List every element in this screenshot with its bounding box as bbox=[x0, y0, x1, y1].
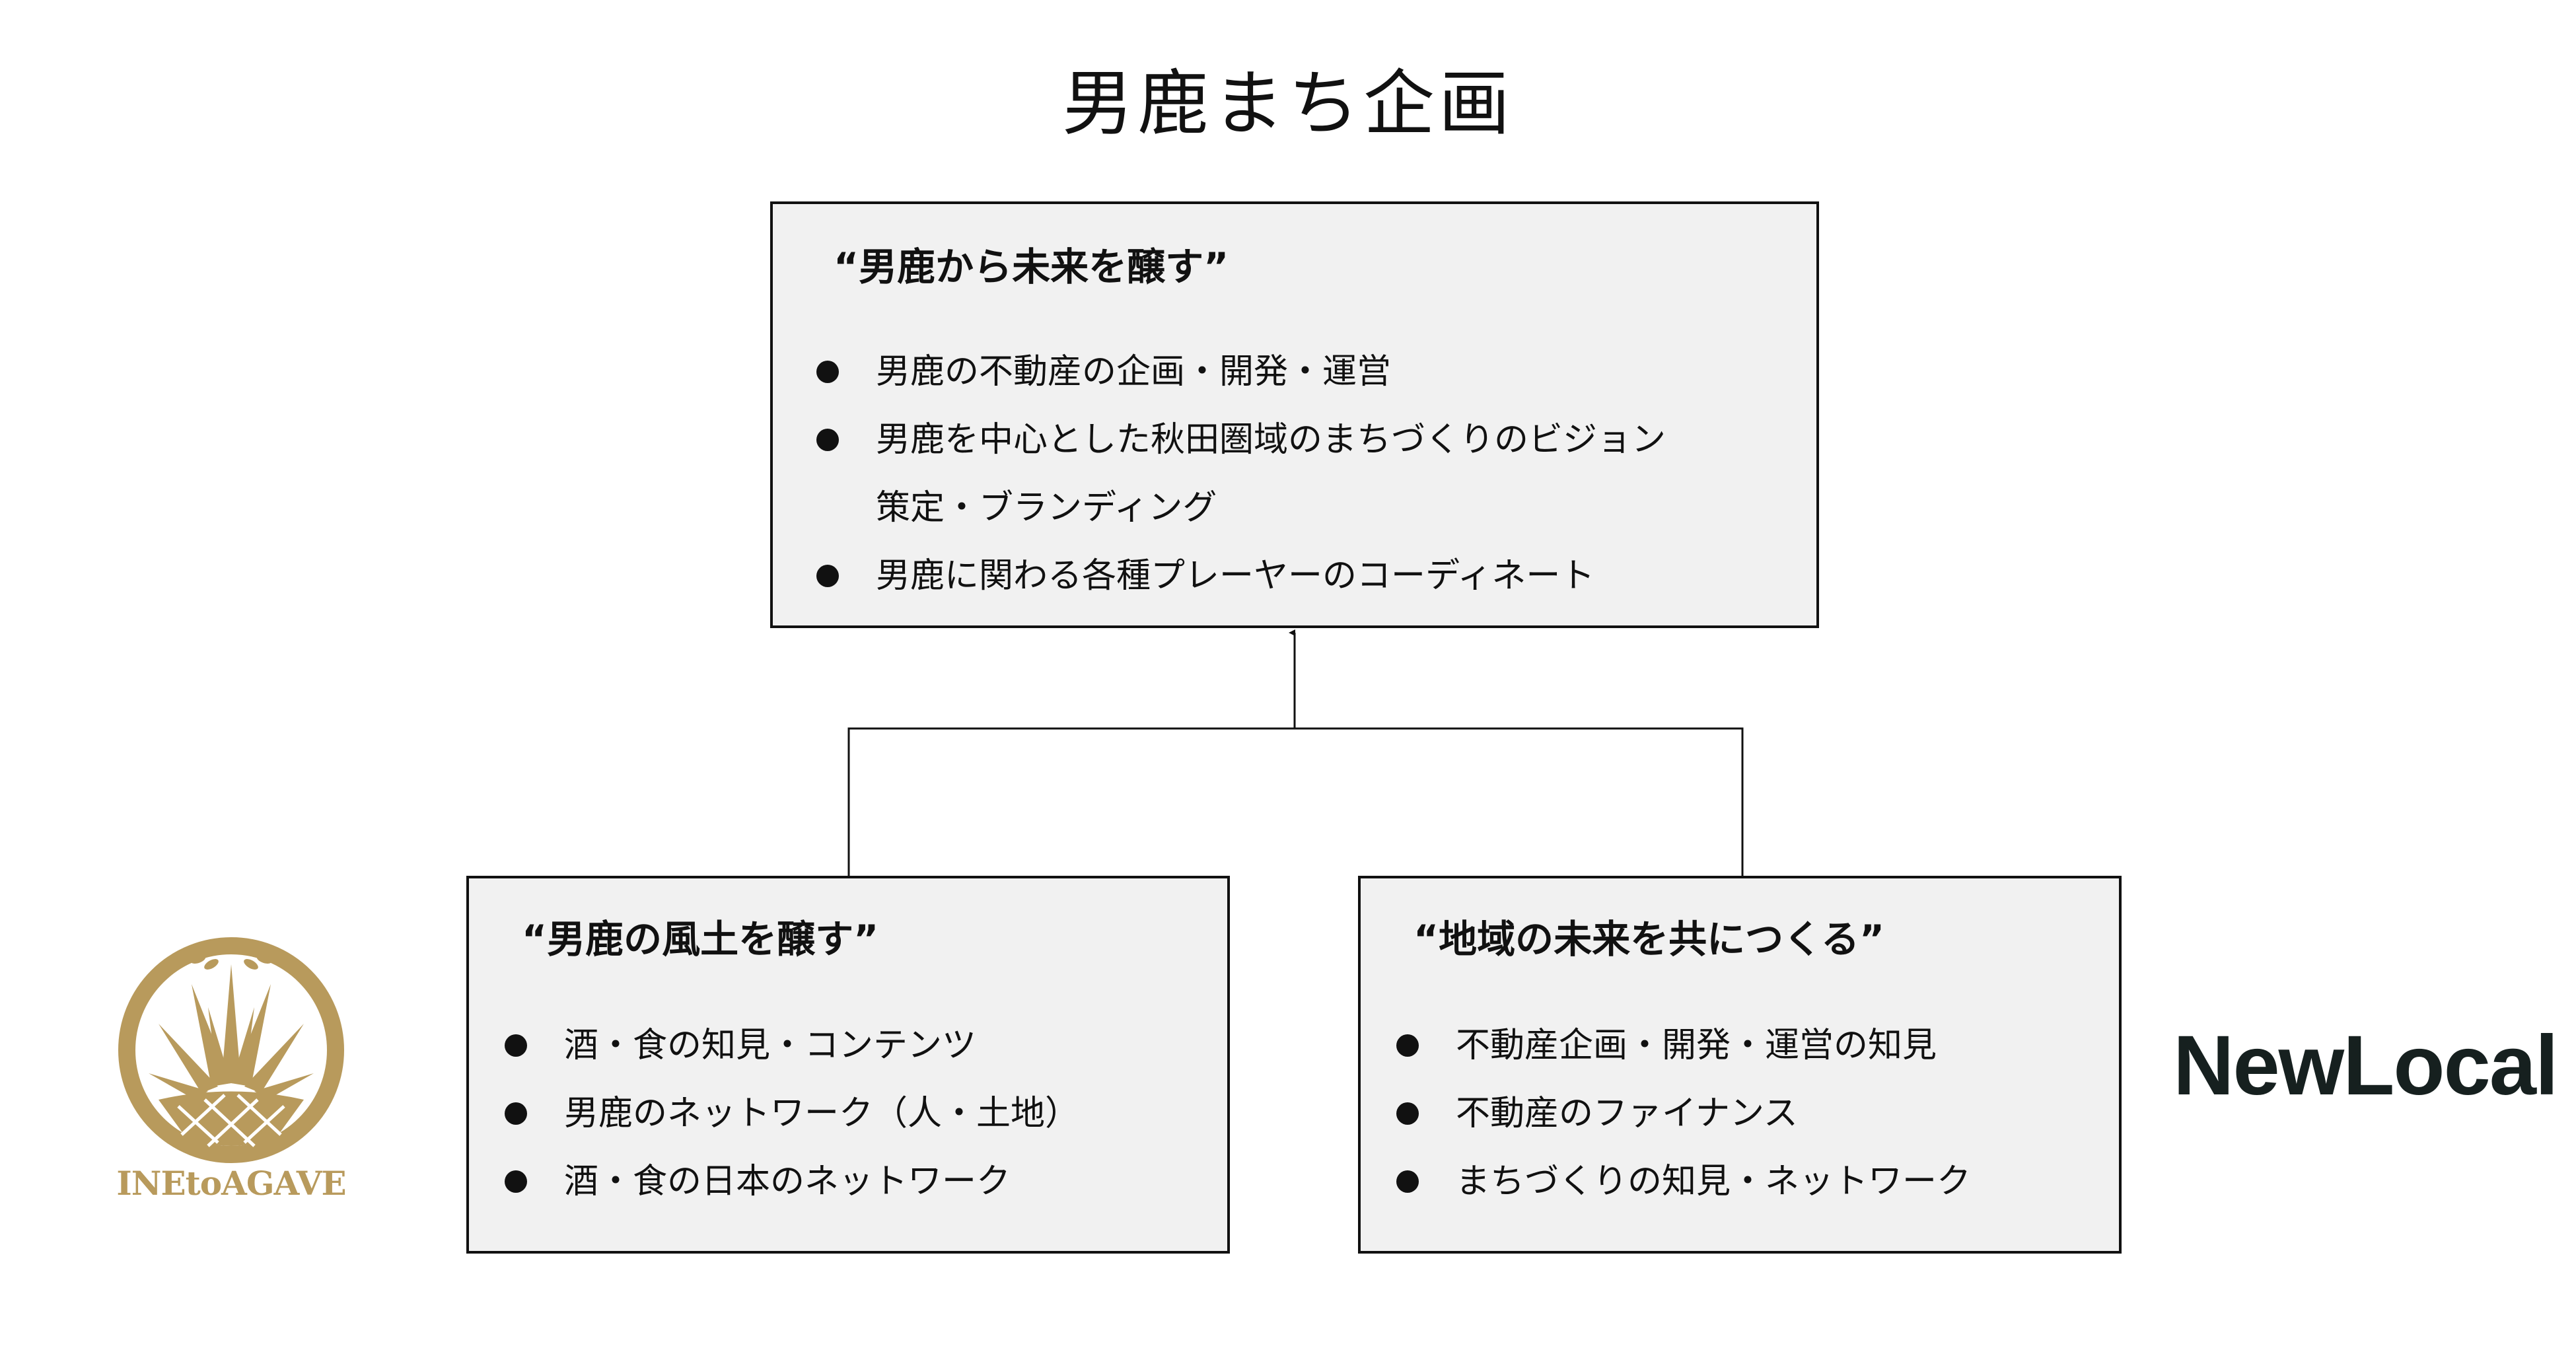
bullet-dot-icon bbox=[505, 1170, 527, 1193]
bullet-dot-icon bbox=[816, 565, 839, 587]
left-box-item-text: 酒・食の日本のネットワーク bbox=[564, 1162, 1011, 1201]
right-box-item-text: まちづくりの知見・ネットワーク bbox=[1456, 1162, 1972, 1201]
right-box-item-text: 不動産のファイナンス bbox=[1456, 1094, 1798, 1133]
right-box-item-text: 不動産企画・開発・運営の知見 bbox=[1456, 1026, 1937, 1065]
bullet-dot-icon bbox=[505, 1034, 527, 1057]
top-box-item: 男鹿を中心とした秋田圏域のまちづくりのビジョン 策定・ブランディング bbox=[816, 406, 1666, 542]
top-box: “男鹿から未来を醸す” 男鹿の不動産の企画・開発・運営 男鹿を中心とした秋田圏域… bbox=[770, 201, 1819, 628]
bullet-dot-icon bbox=[505, 1102, 527, 1125]
left-box-item: 酒・食の知見・コンテンツ bbox=[505, 1012, 1079, 1080]
left-box-item: 男鹿のネットワーク（人・土地） bbox=[505, 1080, 1079, 1148]
top-box-item-continuation: 策定・ブランディング bbox=[876, 488, 1217, 528]
right-box-list: 不動産企画・開発・運営の知見 不動産のファイナンス まちづくりの知見・ネットワー… bbox=[1396, 1012, 1971, 1216]
ine-to-agave-logo-icon bbox=[118, 937, 344, 1163]
connector-left-branch bbox=[847, 727, 1295, 877]
bullet-dot-icon bbox=[1396, 1034, 1419, 1057]
top-box-item: 男鹿の不動産の企画・開発・運営 bbox=[816, 338, 1666, 406]
top-box-item-text: 男鹿の不動産の企画・開発・運営 bbox=[876, 352, 1392, 392]
right-box-heading: “地域の未来を共につくる” bbox=[1413, 917, 1885, 962]
bullet-dot-icon bbox=[816, 361, 839, 383]
ine-to-agave-logo-text: INEtoAGAVE bbox=[116, 1164, 346, 1203]
top-box-heading: “男鹿から未来を醸す” bbox=[834, 244, 1229, 289]
right-box-item: 不動産のファイナンス bbox=[1396, 1080, 1971, 1148]
bullet-dot-icon bbox=[816, 429, 839, 451]
top-box-list: 男鹿の不動産の企画・開発・運営 男鹿を中心とした秋田圏域のまちづくりのビジョン … bbox=[816, 338, 1666, 610]
left-box-list: 酒・食の知見・コンテンツ 男鹿のネットワーク（人・土地） 酒・食の日本のネットワ… bbox=[505, 1012, 1079, 1216]
top-box-item-text: 男鹿を中心とした秋田圏域のまちづくりのビジョン bbox=[876, 420, 1666, 460]
left-box-heading: “男鹿の風土を醸す” bbox=[522, 917, 879, 962]
right-box-item: 不動産企画・開発・運営の知見 bbox=[1396, 1012, 1971, 1080]
right-box: “地域の未来を共につくる” 不動産企画・開発・運営の知見 不動産のファイナンス … bbox=[1358, 876, 2122, 1254]
right-box-item: まちづくりの知見・ネットワーク bbox=[1396, 1148, 1971, 1216]
top-box-item-text: 男鹿に関わる各種プレーヤーのコーディネート bbox=[876, 556, 1595, 596]
left-box-item: 酒・食の日本のネットワーク bbox=[505, 1148, 1079, 1216]
diagram-title: 男鹿まち企画 bbox=[1061, 63, 1514, 145]
left-box-item-text: 酒・食の知見・コンテンツ bbox=[564, 1026, 977, 1065]
bullet-dot-icon bbox=[1396, 1102, 1419, 1125]
top-box-item: 男鹿に関わる各種プレーヤーのコーディネート bbox=[816, 542, 1666, 610]
connector-right-branch bbox=[1295, 727, 1744, 877]
left-box: “男鹿の風土を醸す” 酒・食の知見・コンテンツ 男鹿のネットワーク（人・土地） … bbox=[466, 876, 1230, 1254]
newlocal-logo: NewLocal bbox=[2173, 1018, 2558, 1113]
left-box-item-text: 男鹿のネットワーク（人・土地） bbox=[564, 1094, 1080, 1133]
bullet-dot-icon bbox=[1396, 1170, 1419, 1193]
